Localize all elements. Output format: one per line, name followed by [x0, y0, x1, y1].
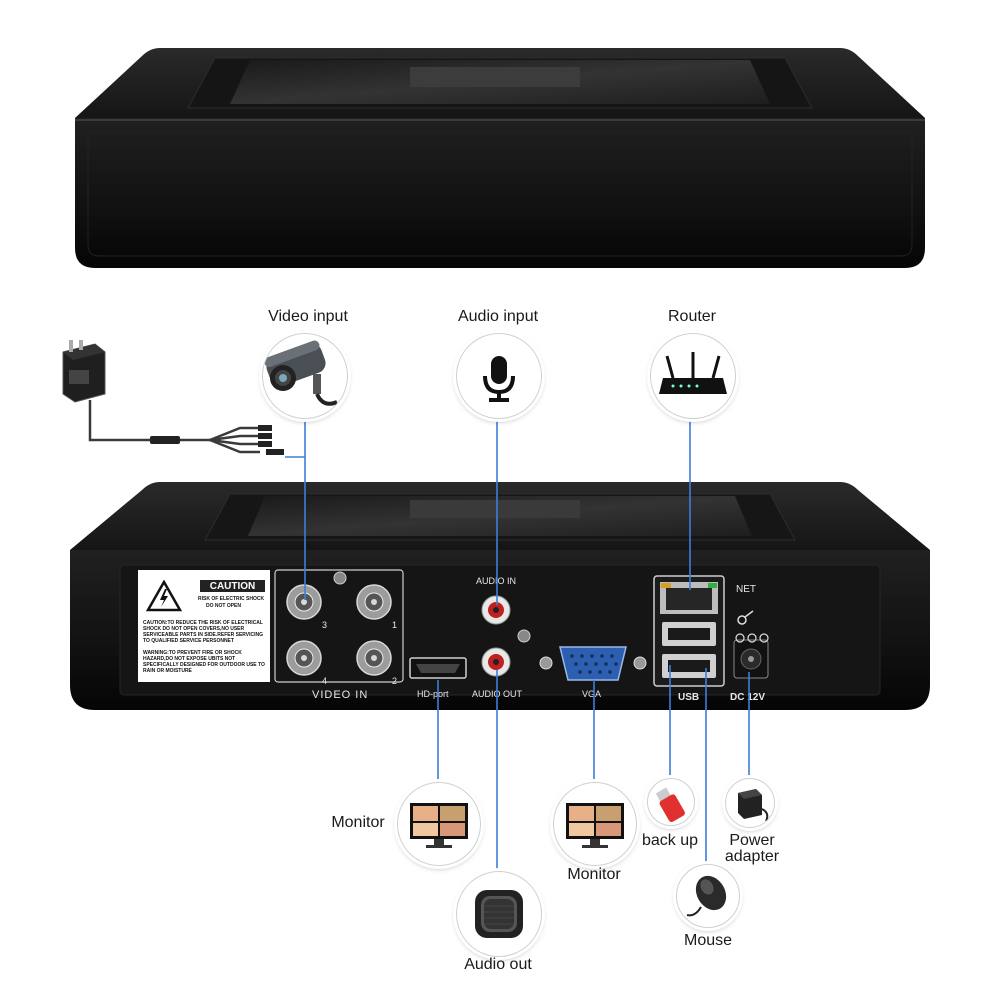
power-adapter-icon: [62, 340, 106, 403]
back-up-circle: [647, 778, 695, 826]
power-adapter-label-2: adapter: [724, 848, 780, 865]
monitor-icon: [410, 803, 468, 848]
router-icon: [659, 352, 727, 394]
audio-input-label: Audio input: [457, 308, 539, 325]
router-circle: [650, 333, 736, 419]
monitor-icon: [566, 803, 624, 848]
audio-out-label: Audio out: [464, 956, 532, 973]
power-adapter-circle: [725, 778, 775, 828]
caution-sub2: DO NOT OPEN: [206, 603, 242, 609]
back-up-label: back up: [641, 832, 699, 849]
video-input-label: Video input: [268, 308, 348, 325]
mouse-circle: [676, 864, 740, 928]
net-label: NET: [736, 584, 756, 595]
caution-title: CAUTION: [209, 581, 256, 592]
bnc-label-2: 2: [392, 676, 398, 686]
audio-out-circle: [456, 871, 542, 957]
monitor-right-label: Monitor: [567, 866, 621, 883]
vga-label: VGA: [582, 689, 602, 699]
cctv-camera-icon: [264, 340, 338, 406]
usb-label: USB: [678, 692, 700, 703]
speaker-icon: [475, 890, 523, 938]
monitor-left-circle: [397, 782, 481, 866]
monitor-left-label: Monitor: [331, 814, 385, 831]
router-label: Router: [667, 308, 717, 325]
caution-sub1: RISK OF ELECTRIC SHOCK: [198, 596, 265, 602]
warning-triangle-icon: [146, 580, 182, 612]
bnc-label-4: 4: [322, 676, 328, 686]
video-in-label: VIDEO IN: [312, 689, 369, 701]
hd-port-label: HD-port: [417, 689, 449, 699]
usb-drive-icon: [655, 787, 685, 822]
microphone-icon: [483, 356, 515, 402]
warning-text-1: CAUTION:TO REDUCE THE RISK OF ELECTRICAL…: [143, 620, 264, 644]
dvr-top-view: [75, 48, 925, 268]
power-adapter-label-1: Power: [729, 832, 775, 849]
mouse-icon: [686, 875, 727, 917]
warning-text-2: WARNING:TO PREVENT FIRE OR SHOCK HAZARD,…: [143, 650, 265, 674]
bnc-label-3: 3: [322, 620, 328, 630]
adapter-icon: [738, 789, 769, 822]
mouse-label: Mouse: [683, 932, 733, 949]
dc-label: DC 12V: [730, 692, 766, 703]
caution-sticker: CAUTION RISK OF ELECTRIC SHOCK DO NOT OP…: [140, 574, 268, 682]
bnc-label-1: 1: [392, 620, 398, 630]
monitor-right-circle: [553, 782, 637, 866]
video-input-circle: [262, 333, 348, 419]
audio-input-circle: [456, 333, 542, 419]
dvr-rear-view: [70, 482, 930, 710]
audio-in-label: AUDIO IN: [476, 576, 517, 586]
